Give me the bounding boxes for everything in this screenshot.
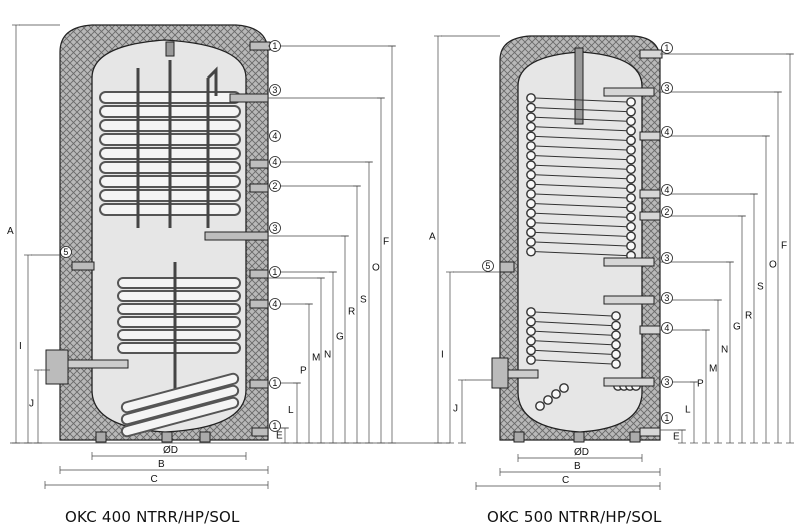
dim-label: C bbox=[151, 474, 158, 485]
callouts: 1 3 4 4 2 3 5 1 4 1 1 1 3 4 4 2 3 5 3 4 3 1 bbox=[60, 40, 673, 432]
dim-label: A bbox=[429, 232, 436, 243]
callout-circle bbox=[661, 126, 673, 138]
callout-circle bbox=[60, 246, 72, 258]
left-upper-tubes bbox=[136, 60, 218, 228]
callout-circle bbox=[661, 42, 673, 54]
dim-label: O bbox=[372, 263, 380, 274]
callout-circle bbox=[269, 156, 281, 168]
callout-circle bbox=[269, 40, 281, 52]
dim-label: G bbox=[733, 322, 741, 333]
dim-label: G bbox=[336, 332, 344, 343]
callout-number: 3 bbox=[272, 223, 277, 233]
dim-label: I bbox=[19, 341, 22, 352]
callout-circle bbox=[269, 298, 281, 310]
left-tank bbox=[45, 24, 271, 443]
dim-label: A bbox=[7, 226, 14, 237]
dim-label: M bbox=[312, 353, 320, 364]
callout-circle bbox=[269, 266, 281, 278]
callout-number: 3 bbox=[664, 377, 669, 387]
dim-label: C bbox=[562, 475, 569, 486]
right-lower-coil bbox=[526, 307, 641, 411]
callout-number: 2 bbox=[664, 207, 669, 217]
dim-label: J bbox=[29, 399, 34, 410]
callout-number: 3 bbox=[664, 293, 669, 303]
callout-circle bbox=[661, 206, 673, 218]
dim-label: N bbox=[324, 350, 331, 361]
callout-circle bbox=[661, 292, 673, 304]
callout-circle bbox=[661, 376, 673, 388]
callout-circle bbox=[661, 322, 673, 334]
callout-number: 4 bbox=[272, 131, 277, 141]
callout-number: 4 bbox=[664, 185, 669, 195]
dim-label: O bbox=[769, 260, 777, 271]
dim-label: E bbox=[276, 431, 283, 442]
callout-number: 1 bbox=[272, 267, 277, 277]
dim-label: R bbox=[745, 311, 752, 322]
dim-label: B bbox=[158, 459, 165, 470]
callout-number: 3 bbox=[664, 83, 669, 93]
callout-number: 3 bbox=[272, 85, 277, 95]
callout-number: 1 bbox=[664, 43, 669, 53]
callout-number: 5 bbox=[63, 247, 68, 257]
callout-number: 2 bbox=[272, 181, 277, 191]
dim-label: S bbox=[757, 282, 764, 293]
dim-label: I bbox=[441, 350, 444, 361]
callout-circle bbox=[661, 184, 673, 196]
dim-label: P bbox=[697, 379, 704, 390]
callout-circle bbox=[269, 377, 281, 389]
callout-number: 1 bbox=[664, 413, 669, 423]
callout-number: 5 bbox=[485, 261, 490, 271]
callout-circle bbox=[269, 222, 281, 234]
dim-label: S bbox=[360, 295, 367, 306]
dim-label: ØD bbox=[163, 445, 178, 456]
left-lower-coil bbox=[117, 277, 241, 354]
right-tank bbox=[491, 35, 663, 443]
dim-label: P bbox=[300, 366, 307, 377]
callout-circle bbox=[482, 260, 494, 272]
dim-label: N bbox=[721, 345, 728, 356]
dim-label: L bbox=[685, 405, 691, 416]
right-title: OKC 500 NTRR/HP/SOL bbox=[487, 508, 662, 526]
dim-label: F bbox=[781, 241, 787, 252]
callout-circle bbox=[661, 252, 673, 264]
dim-label: F bbox=[383, 237, 389, 248]
dim-label: J bbox=[453, 404, 458, 415]
dim-label: L bbox=[288, 405, 294, 416]
callout-number: 1 bbox=[272, 378, 277, 388]
dim-label: ØD bbox=[574, 447, 589, 458]
callout-circle bbox=[269, 84, 281, 96]
callout-number: 4 bbox=[664, 127, 669, 137]
callout-circle bbox=[269, 180, 281, 192]
dim-label: M bbox=[709, 364, 717, 375]
callout-circle bbox=[269, 420, 281, 432]
callout-number: 4 bbox=[272, 157, 277, 167]
left-legs bbox=[95, 431, 211, 443]
callout-circle bbox=[269, 130, 281, 142]
left-title: OKC 400 NTRR/HP/SOL bbox=[65, 508, 240, 526]
callout-number: 1 bbox=[272, 41, 277, 51]
dim-label: B bbox=[574, 461, 581, 472]
callout-circle bbox=[661, 412, 673, 424]
right-upper-coil bbox=[526, 93, 636, 261]
callout-number: 1 bbox=[272, 421, 277, 431]
dim-label: E bbox=[673, 432, 680, 443]
callout-circle bbox=[661, 82, 673, 94]
callout-number: 3 bbox=[664, 253, 669, 263]
callout-number: 4 bbox=[664, 323, 669, 333]
left-heater bbox=[120, 372, 240, 438]
dim-label: R bbox=[348, 307, 355, 318]
callout-number: 4 bbox=[272, 299, 277, 309]
